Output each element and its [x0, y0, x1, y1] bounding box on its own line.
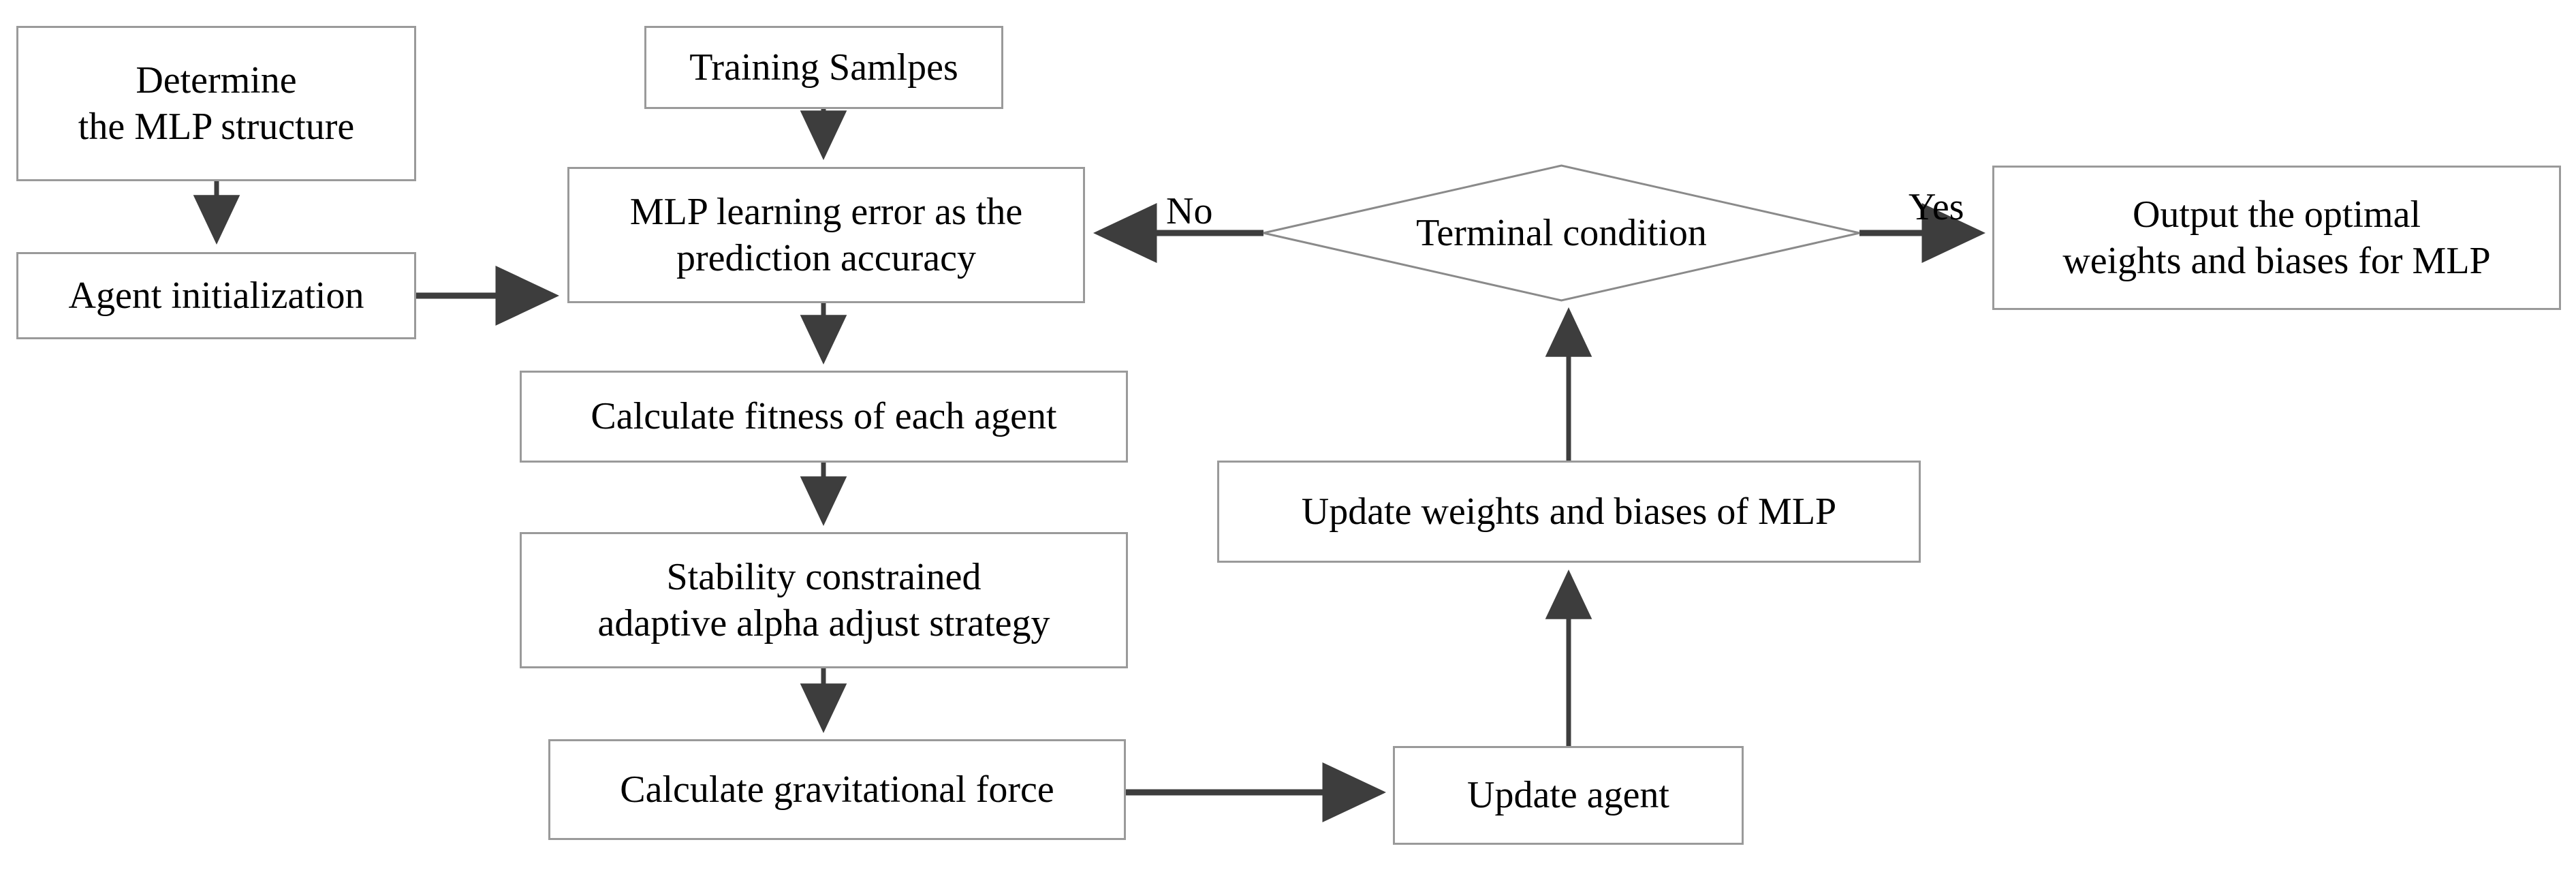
node-mlp-learning-error[interactable]: MLP learning error as the prediction acc… — [567, 167, 1085, 303]
node-label: Update agent — [1467, 774, 1669, 817]
node-label: Output the optimal weights and biases fo… — [2062, 193, 2491, 282]
node-training-samples[interactable]: Training Samlpes — [644, 26, 1003, 109]
node-label: MLP learning error as the prediction acc… — [629, 190, 1023, 279]
node-calculate-fitness[interactable]: Calculate fitness of each agent — [520, 371, 1128, 463]
node-label: Training Samlpes — [689, 46, 958, 89]
node-label: Agent initialization — [68, 274, 364, 317]
edge-label-yes: Yes — [1909, 186, 1964, 228]
node-update-weights-biases[interactable]: Update weights and biases of MLP — [1217, 461, 1921, 563]
node-calculate-gravitational-force[interactable]: Calculate gravitational force — [548, 739, 1126, 840]
node-determine-mlp-structure[interactable]: Determine the MLP structure — [16, 26, 416, 181]
edge-label-no: No — [1166, 190, 1213, 232]
node-label: Calculate fitness of each agent — [591, 395, 1057, 438]
node-label: Stability constrained adaptive alpha adj… — [597, 555, 1050, 644]
node-label: Calculate gravitational force — [620, 768, 1054, 811]
node-label: Update weights and biases of MLP — [1301, 490, 1837, 533]
node-output-optimal-weights[interactable]: Output the optimal weights and biases fo… — [1992, 166, 2561, 310]
node-label: Determine the MLP structure — [78, 59, 355, 148]
diamond-shape — [1263, 164, 1860, 302]
node-update-agent[interactable]: Update agent — [1393, 746, 1744, 845]
node-stability-strategy[interactable]: Stability constrained adaptive alpha adj… — [520, 532, 1128, 668]
node-label: Terminal condition — [1416, 212, 1707, 254]
node-terminal-condition[interactable]: Terminal condition — [1263, 164, 1860, 302]
node-agent-initialization[interactable]: Agent initialization — [16, 252, 416, 339]
